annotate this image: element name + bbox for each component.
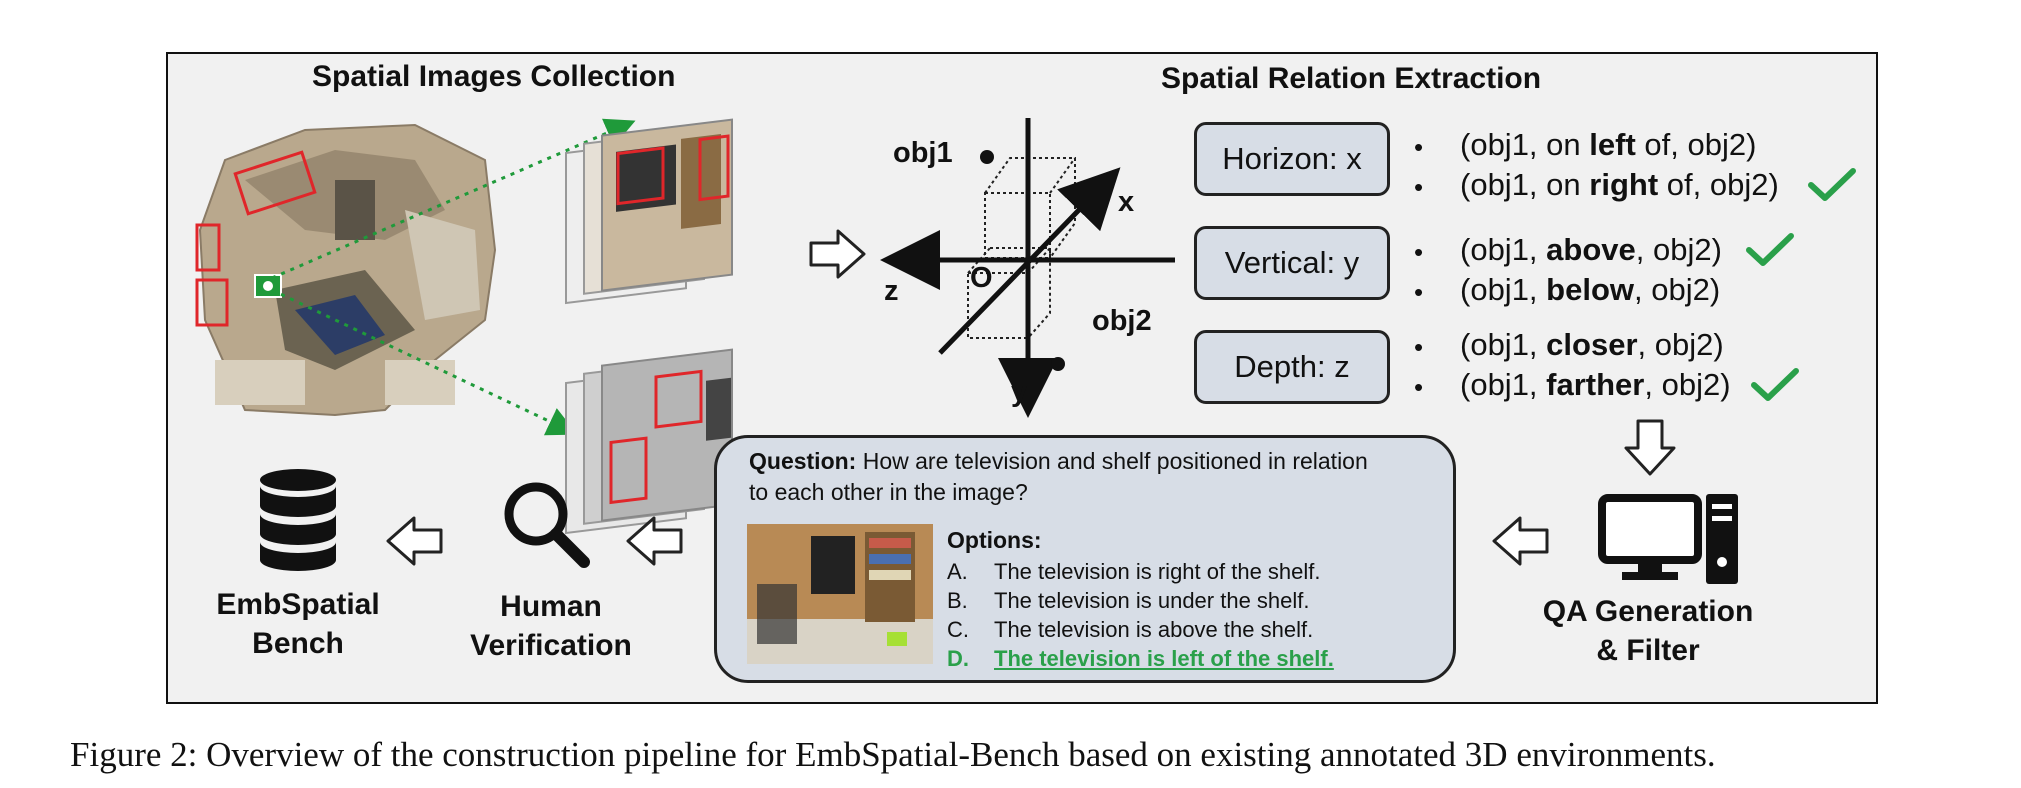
arrow-down-outline <box>1624 419 1676 476</box>
arrow-left-outline <box>386 516 443 566</box>
x-axis-label: x <box>1118 186 1135 218</box>
question-line-1: Question: How are television and shelf p… <box>749 448 1368 474</box>
axis-diagram <box>880 118 1175 418</box>
axis-box-vertical: Vertical: y <box>1194 226 1390 300</box>
options-label: Options: <box>947 527 1042 553</box>
question-line-2: to each other in the image? <box>749 479 1028 505</box>
relation-right: (obj1, on right of, obj2) <box>1460 167 1779 202</box>
relation-above: (obj1, above, obj2) <box>1460 232 1722 267</box>
relation-below: (obj1, below, obj2) <box>1460 272 1721 307</box>
relation-closer: (obj1, closer, obj2) <box>1460 327 1724 362</box>
bullet: • <box>1414 132 1424 162</box>
figure-caption: Figure 2: Overview of the construction p… <box>70 735 1716 774</box>
example-photo <box>747 524 933 664</box>
origin-label: O <box>970 262 993 294</box>
qa-example-panel: Question: How are television and shelf p… <box>714 435 1456 683</box>
collection-title: Spatial Images Collection <box>312 60 676 93</box>
obj2-label: obj2 <box>1092 305 1152 337</box>
check-icon <box>1808 168 1856 201</box>
option-b: B.The television is under the shelf. <box>947 588 1310 613</box>
axis-box-horizon: Horizon: x <box>1194 122 1390 196</box>
bullet: • <box>1414 237 1424 267</box>
check-icon <box>1751 368 1799 401</box>
arrow-right-outline <box>809 229 866 279</box>
relation-farther: (obj1, farther, obj2) <box>1460 367 1731 402</box>
magnifier-icon <box>504 482 590 568</box>
y-axis-label: y <box>1011 376 1028 408</box>
arrow-left-outline <box>626 516 683 566</box>
extraction-title: Spatial Relation Extraction <box>1161 62 1542 95</box>
qa-generation-label: QA Generation & Filter <box>1542 595 1754 667</box>
database-icon <box>260 469 336 571</box>
computer-icon <box>1598 494 1738 584</box>
relation-left: (obj1, on left of, obj2) <box>1460 127 1757 162</box>
bullet: • <box>1414 277 1424 307</box>
obj1-label: obj1 <box>893 137 953 169</box>
bullet: • <box>1414 172 1424 202</box>
room-3d-scan <box>195 123 497 417</box>
arrow-left-outline <box>1492 516 1549 566</box>
option-d-correct: D.The television is left of the shelf. <box>947 646 1334 671</box>
bench-label: EmbSpatial Bench <box>216 588 380 660</box>
bullet: • <box>1414 372 1424 402</box>
human-verification-label: Human Verification <box>470 590 632 662</box>
axis-box-depth: Depth: z <box>1194 330 1390 404</box>
check-icon <box>1746 233 1794 266</box>
z-axis-label: z <box>884 275 899 307</box>
captured-image-stack <box>565 118 733 535</box>
option-a: A.The television is right of the shelf. <box>947 559 1321 584</box>
bullet: • <box>1414 332 1424 362</box>
option-c: C.The television is above the shelf. <box>947 617 1314 642</box>
